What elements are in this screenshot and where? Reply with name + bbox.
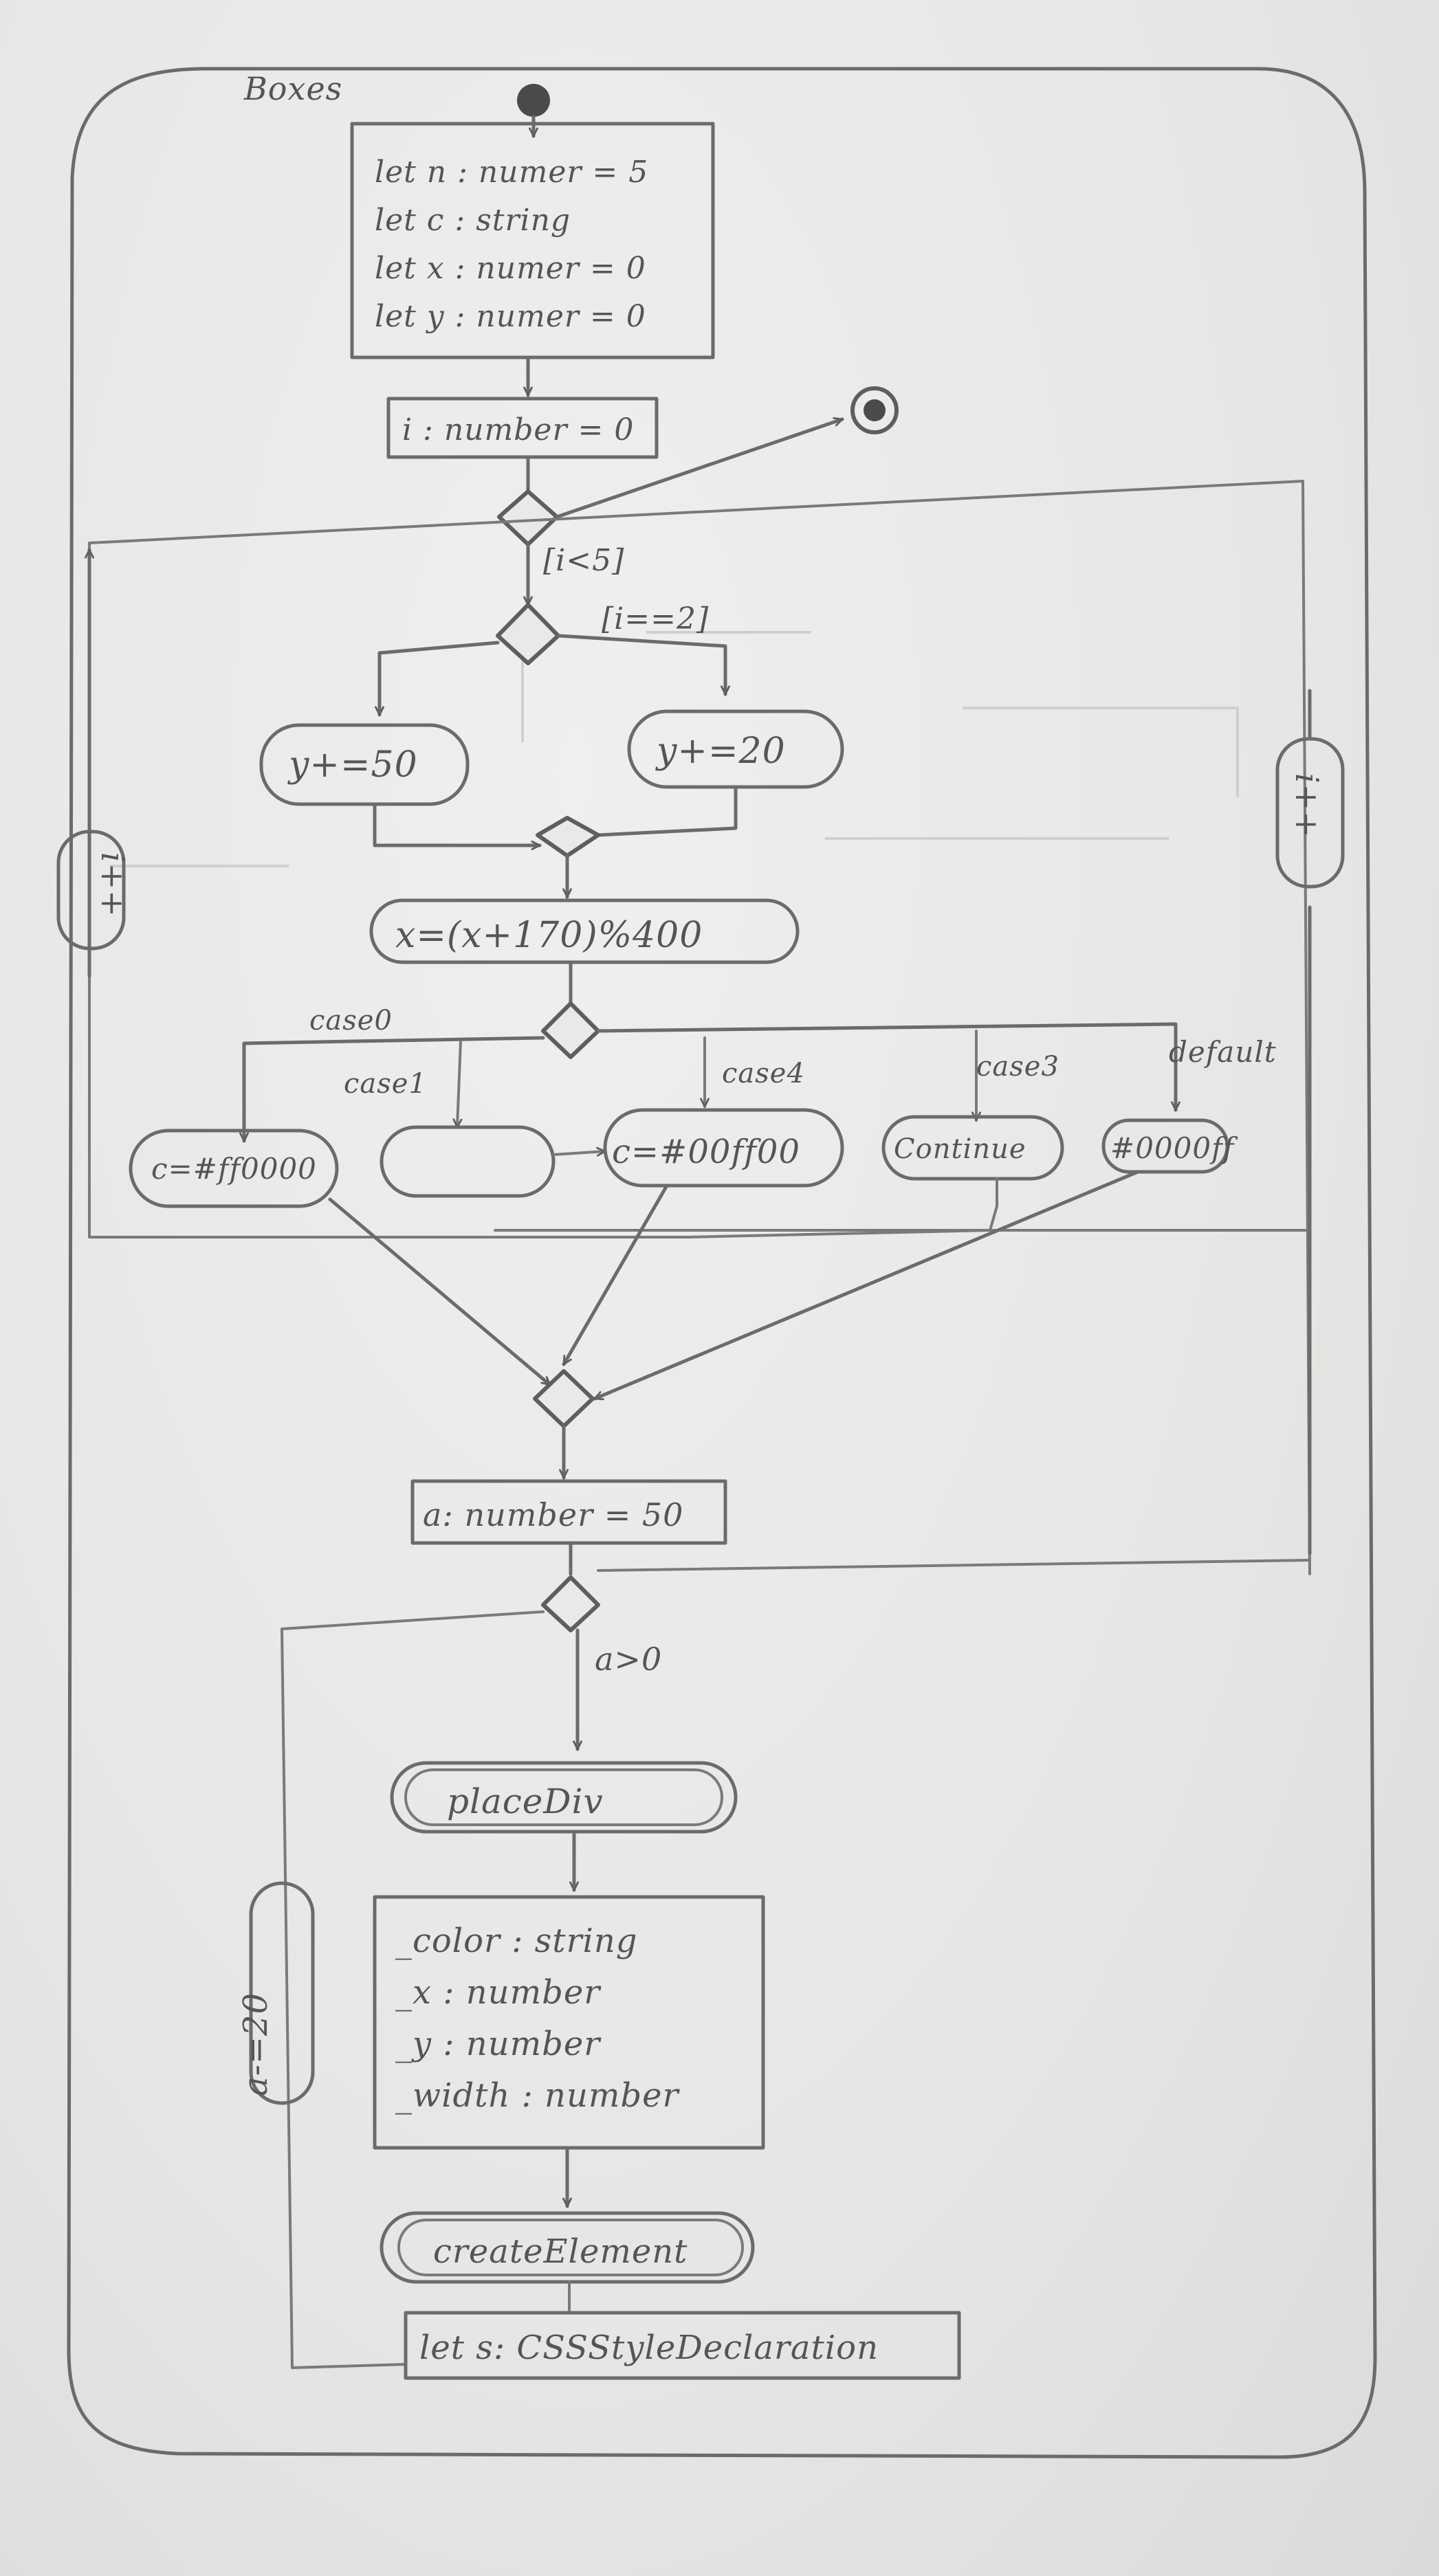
increment-left-label: i++	[94, 852, 131, 918]
increment-right-label: i++	[1288, 773, 1326, 839]
action-y-plus-50	[259, 723, 470, 806]
initial-node	[517, 84, 550, 117]
decision-i-eq-2	[496, 603, 560, 665]
decrement-label: a-=20	[237, 1992, 275, 2096]
case-0-label: case0	[309, 1005, 393, 1036]
increment-pill-left	[56, 830, 126, 951]
default-label: default	[1169, 1035, 1277, 1069]
case-action-continue-label: Continue	[894, 1133, 1026, 1165]
guard-i-lt-5: [i<5]	[543, 543, 624, 578]
merge-after-y	[536, 816, 600, 858]
init-line-2: let c : string	[375, 203, 571, 238]
for-loop-frame	[88, 480, 1311, 1575]
switch-decision	[541, 1001, 600, 1059]
call-create-element-label: createElement	[433, 2232, 688, 2271]
call-create-element	[380, 2211, 755, 2284]
action-y-plus-50-label: y+=50	[287, 744, 418, 786]
case-action-red	[129, 1129, 339, 1208]
action-x-assign	[369, 898, 800, 964]
decrement-pill	[249, 1881, 315, 2105]
action-a-assign-label: a: number = 50	[423, 1496, 683, 1533]
param-x: _x : number	[395, 1973, 602, 2012]
style-declaration-label: let s: CSSStyleDeclaration	[419, 2329, 879, 2367]
init-line-4: let y : numer = 0	[375, 299, 646, 334]
init-line-1: let n : numer = 5	[375, 155, 648, 190]
action-x-assign-label: x=(x+170)%400	[395, 915, 703, 956]
erased-sketch-marks	[110, 631, 1239, 867]
case-action-green-label: c=#00ff00	[612, 1133, 800, 1171]
final-node-inner	[864, 399, 886, 421]
init-variables-box	[350, 122, 715, 359]
guard-a-gt-0: a>0	[595, 1641, 662, 1678]
param-y: _y : number	[395, 2025, 602, 2063]
case-action-continue	[881, 1115, 1064, 1181]
case-action-red-label: c=#ff0000	[151, 1152, 317, 1186]
case-3-label: case3	[976, 1051, 1059, 1082]
loop-counter-box	[386, 397, 659, 459]
param-color: _color : string	[395, 1922, 638, 1960]
case-4-label: case4	[722, 1058, 805, 1089]
loop-counter-label: i : number = 0	[402, 412, 634, 447]
loop-merge-diamond	[497, 489, 559, 546]
guard-i-eq-2: [i==2]	[602, 601, 709, 636]
action-y-plus-20-label: y+=20	[655, 731, 786, 772]
style-declaration-box	[404, 2311, 961, 2380]
init-line-3: let x : numer = 0	[375, 251, 646, 286]
param-width: _width : number	[395, 2076, 681, 2115]
call-place-div	[390, 1761, 738, 1834]
case-action-blue	[1101, 1118, 1229, 1174]
case-1-label: case1	[344, 1068, 427, 1100]
final-node-outer	[850, 386, 899, 434]
call-place-div-label: placeDiv	[447, 1781, 604, 1821]
while-merge-diamond	[541, 1575, 600, 1632]
case-action-green	[603, 1108, 844, 1188]
frame-title: Boxes	[243, 70, 342, 107]
case-action-blue-label: #0000ff	[1110, 1131, 1238, 1165]
case-action-empty	[380, 1125, 556, 1198]
outer-frame	[67, 67, 1377, 2459]
